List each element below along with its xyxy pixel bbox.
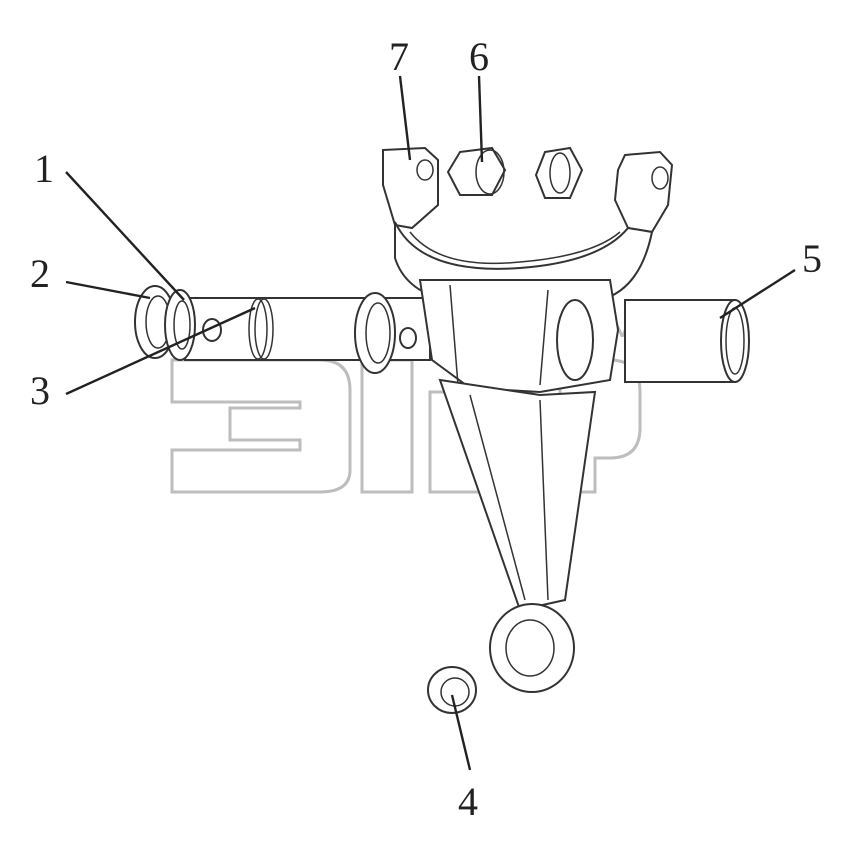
part-4-small-bushing [427,666,477,714]
leader-lines [65,75,796,771]
leader-5 [719,268,796,320]
leader-6 [477,75,484,163]
shaft-middle-ring [354,292,396,374]
callout-6: 6 [469,34,489,79]
callout-5: 5 [802,236,822,281]
callout-4: 4 [458,779,478,824]
callout-labels: 1 2 3 4 5 6 7 [30,34,822,824]
part-1-washer [164,289,196,361]
leader-1 [65,171,185,301]
leader-4 [450,694,472,771]
leader-7 [398,75,412,161]
leader-2 [65,280,151,300]
leader-3 [65,306,256,396]
callout-1: 1 [34,146,54,191]
part-5-bushing [624,299,750,383]
callout-3: 3 [30,368,50,413]
callout-7: 7 [389,34,409,79]
part-6-pin-bushing [446,146,584,199]
part-7-fork-lever [382,146,674,693]
callout-2: 2 [30,251,50,296]
